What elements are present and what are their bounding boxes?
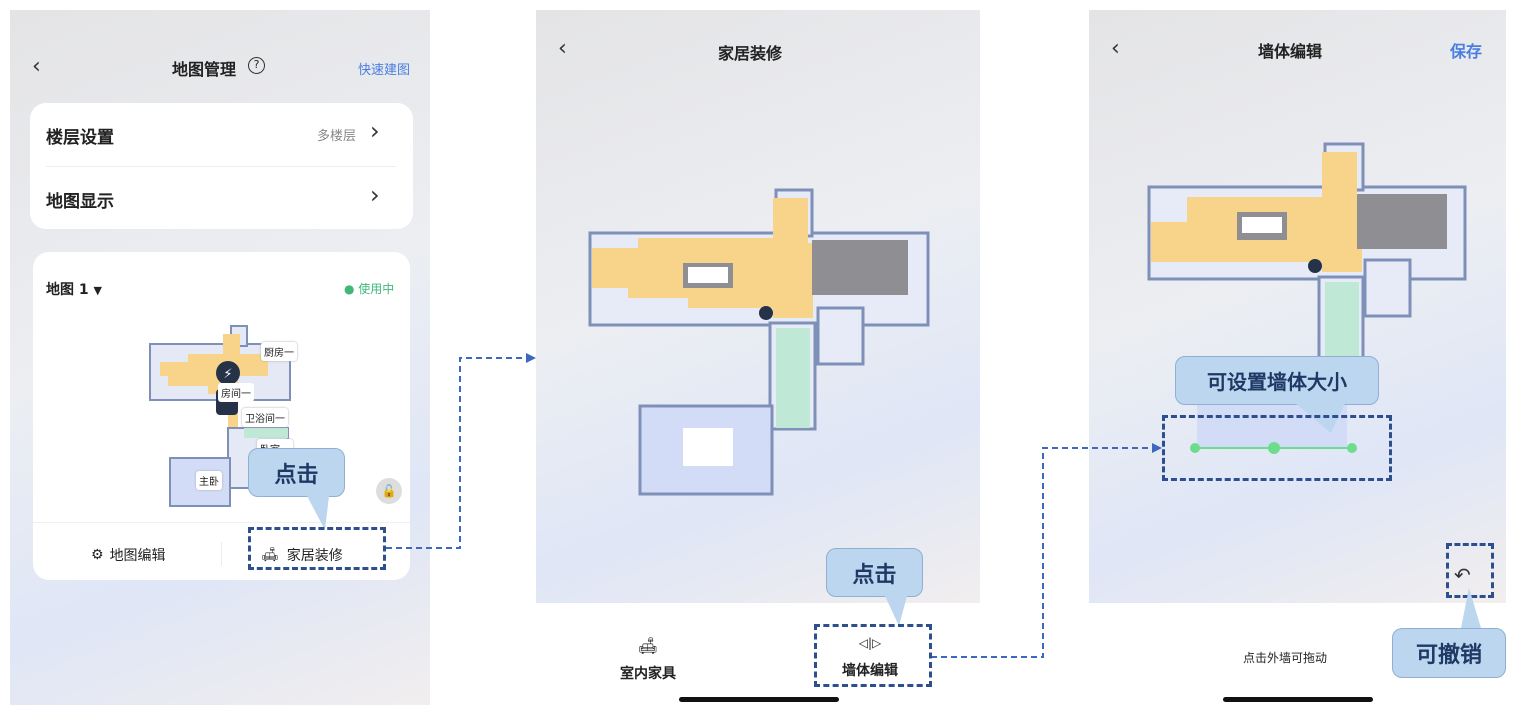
callout-tail (1461, 588, 1481, 628)
page-title: 地图管理 (172, 60, 237, 79)
map-display-label: 地图显示 (46, 192, 114, 212)
page-title: 家居装修 (718, 44, 783, 63)
map-edit-label: 地图编辑 (109, 548, 166, 564)
back-button[interactable]: ‹ (32, 54, 41, 79)
caret-down-icon: ▼ (93, 284, 102, 297)
room-label[interactable]: 主卧 (196, 471, 222, 490)
divider (46, 166, 396, 167)
wall-resize-icon: ◁|▷ (858, 636, 882, 650)
home-indicator (1223, 697, 1373, 702)
floor-settings-label: 楼层设置 (46, 128, 114, 148)
callout-tail (307, 496, 329, 530)
floor-map[interactable] (1147, 142, 1467, 462)
room-label[interactable]: 房间一 (218, 383, 254, 402)
floor-map[interactable] (588, 188, 930, 498)
map-selector[interactable]: 地图 1 ▼ (46, 279, 102, 299)
lock-icon[interactable]: 🔓 (376, 478, 402, 504)
map-card: 地图 1 ▼ ● 使用中 ⚡ 厨房一 房间一 卫浴间一 卧室一 主卧 🔓 ⚙地图… (33, 252, 410, 580)
drag-hint: 点击外墙可拖动 (1243, 651, 1328, 665)
tab-furniture[interactable]: 🛋 室内家具 (608, 636, 688, 683)
settings-row-map-display[interactable]: 地图显示 › (30, 167, 413, 229)
callout-tail (885, 596, 907, 626)
divider (221, 542, 222, 566)
tab-wall-edit-label: 墙体编辑 (842, 663, 898, 679)
annotation-callout: 点击 (248, 448, 345, 497)
highlight-box (814, 624, 932, 687)
back-button[interactable]: ‹ (1111, 36, 1120, 61)
map-status-text: 使用中 (358, 282, 395, 296)
undo-button[interactable]: ↶ (1454, 563, 1471, 587)
screen-home-decoration: ‹ 家居装修 (536, 10, 980, 603)
highlight-box (248, 527, 386, 570)
page-title: 墙体编辑 (1258, 42, 1323, 61)
room-label[interactable]: 厨房一 (261, 342, 297, 361)
settings-card: 楼层设置 多楼层 › 地图显示 › (30, 103, 413, 229)
highlight-box (1162, 415, 1392, 481)
quick-build-link[interactable]: 快速建图 (358, 63, 411, 78)
help-icon[interactable]: ? (248, 57, 265, 74)
svg-text:⚡: ⚡ (223, 367, 232, 382)
screen-map-management: ‹ 地图管理 ? 快速建图 楼层设置 多楼层 › 地图显示 › 地图 1 ▼ ●… (10, 10, 430, 705)
annotation-callout: 可设置墙体大小 (1175, 356, 1379, 405)
callout-tail (1295, 403, 1345, 433)
tab-furniture-label: 室内家具 (620, 666, 676, 682)
back-button[interactable]: ‹ (558, 36, 567, 61)
save-button[interactable]: 保存 (1450, 42, 1483, 61)
sofa-icon: 🛋 (261, 547, 279, 563)
room-label[interactable]: 卫浴间一 (242, 408, 288, 427)
divider (33, 522, 410, 523)
home-decoration-label: 家居装修 (286, 548, 343, 564)
tab-wall-edit[interactable]: ◁|▷ 墙体编辑 (830, 636, 910, 680)
screen-wall-edit: ‹ 墙体编辑 保存 ↶ (1089, 10, 1506, 603)
annotation-callout: 点击 (826, 548, 923, 597)
annotation-callout: 可撤销 (1392, 628, 1506, 678)
map-status-badge: ● 使用中 (344, 282, 395, 296)
chevron-right-icon: › (370, 181, 380, 209)
map-name: 地图 1 (46, 282, 89, 298)
map-edit-button[interactable]: ⚙ 地图编辑 (91, 545, 166, 565)
home-decoration-button[interactable]: 🛋 家居装修 (261, 545, 343, 565)
home-indicator (679, 697, 839, 702)
floor-settings-value: 多楼层 (317, 129, 357, 144)
chevron-right-icon: › (370, 117, 380, 145)
map-settings-icon: ⚙ (91, 547, 104, 563)
sofa-icon: 🛋 (637, 636, 659, 655)
settings-row-floor[interactable]: 楼层设置 多楼层 › (30, 103, 413, 165)
